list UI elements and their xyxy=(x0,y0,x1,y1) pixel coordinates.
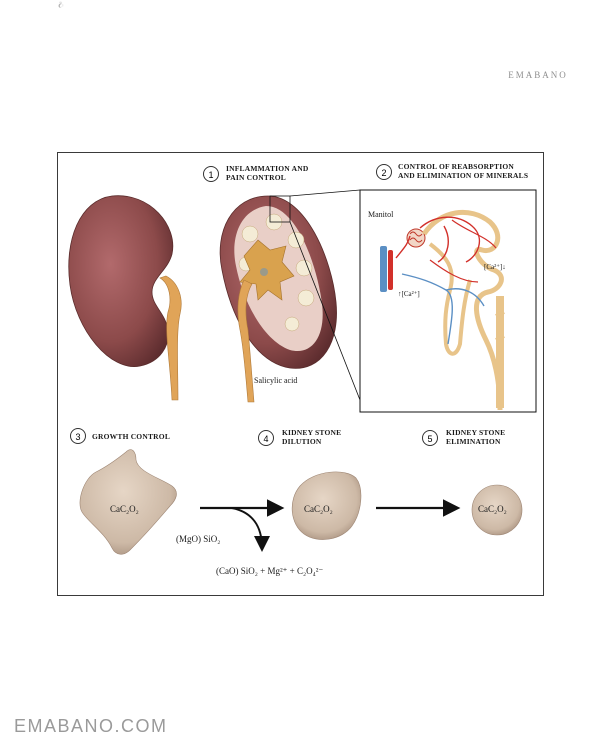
nephron-inset xyxy=(359,189,537,413)
panel-5-title: KIDNEY STONE ELIMINATION xyxy=(446,428,506,446)
manitol-label: Manitol xyxy=(368,210,394,219)
crystal-eliminated xyxy=(471,484,523,536)
panel-3-number: 3 xyxy=(70,428,86,444)
zoom-box xyxy=(269,195,291,223)
crystal-diluted xyxy=(291,471,362,540)
crystal-growth xyxy=(79,449,177,555)
figure-frame xyxy=(57,152,544,596)
crown-icon xyxy=(59,1,62,3)
salicylic-acid-label: Salicylic acid xyxy=(254,376,298,385)
panel-3-title: GROWTH CONTROL xyxy=(92,432,171,441)
crystal-growth-label: CaC₂O₂ xyxy=(110,504,139,514)
crystal-diluted-label: CaC₂O₂ xyxy=(304,504,333,514)
reagent-label: (MgO) SiO₂ xyxy=(176,534,221,544)
panel-1-title: INFLAMMATION AND PAIN CONTROL xyxy=(226,164,309,182)
panel-2-number: 2 xyxy=(376,164,392,180)
products-label: (CaO) SiO₂ + Mg²⁺ + C₂O₄²⁻ xyxy=(216,566,324,576)
ureter-right xyxy=(237,279,255,403)
woman-profile-icon xyxy=(58,3,64,8)
footer-site-name: EMABANO.COM xyxy=(14,716,168,736)
panel-4-number: 4 xyxy=(258,430,274,446)
arrow-growth-to-dilution xyxy=(200,499,285,552)
panel-1-number: 1 xyxy=(203,166,219,182)
panel-2-title: CONTROL OF REABSORPTION AND ELIMINATION … xyxy=(398,162,529,180)
ca-increase-label: ↑[Ca²⁺] xyxy=(398,290,420,298)
watermark-logo xyxy=(58,1,64,8)
watermark-logo-text: EMABANO xyxy=(508,70,568,80)
panel-5-number: 5 xyxy=(422,430,438,446)
ureter-left xyxy=(159,275,182,401)
kidney-cross-section xyxy=(219,189,361,403)
crystal-eliminated-label: CaC₂O₂ xyxy=(478,504,507,514)
kidney-whole xyxy=(68,195,182,401)
panel-4-title: KIDNEY STONE DILUTION xyxy=(282,428,342,446)
ca-decrease-label: [Ca²⁺]↓ xyxy=(484,263,506,271)
